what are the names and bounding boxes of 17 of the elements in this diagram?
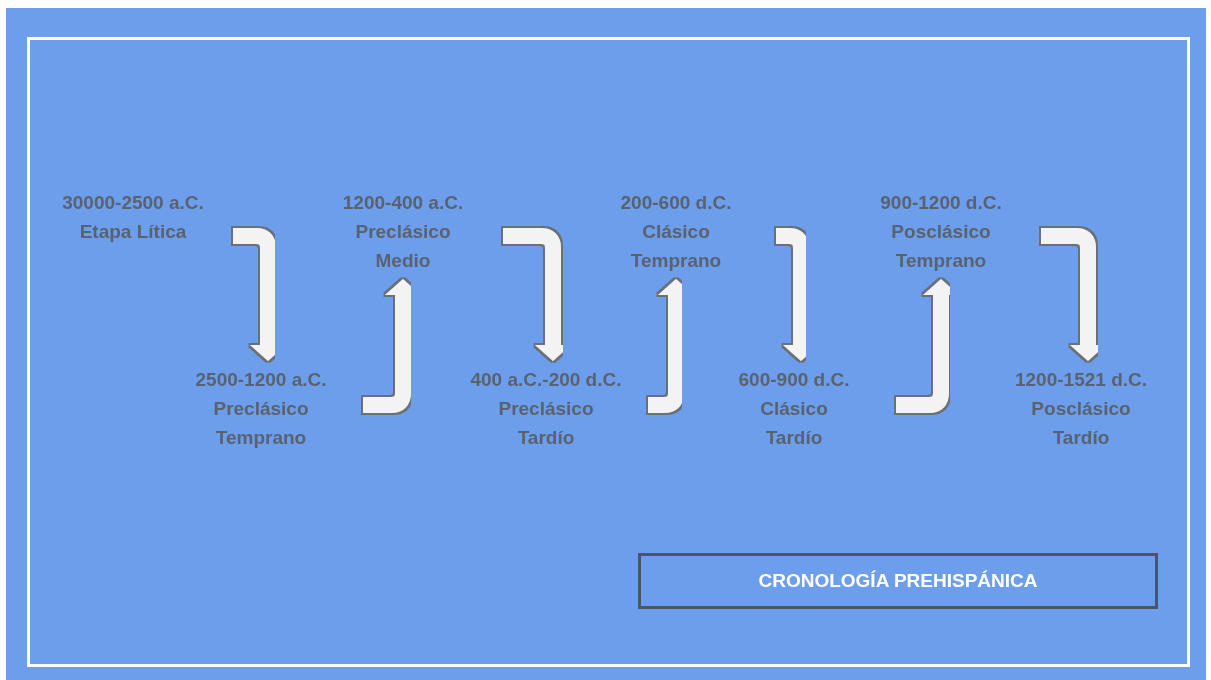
period-name: Posclásico Tardío (1030, 397, 1132, 450)
date-range: 200-600 d.C. (620, 191, 732, 215)
period-name: Clásico Tardío (759, 397, 829, 450)
period-name: Clásico Temprano (629, 220, 723, 273)
period-name: Preclásico Medio (354, 220, 452, 273)
title-box: CRONOLOGÍA PREHISPÁNICA (638, 553, 1158, 609)
date-range: 600-900 d.C. (738, 368, 850, 392)
date-range: 1200-1521 d.C. (1015, 368, 1147, 392)
date-range: 1200-400 a.C. (342, 191, 464, 215)
period-name: Preclásico Temprano (212, 397, 310, 450)
date-range: 30000-2500 a.C. (62, 191, 204, 215)
date-range: 400 a.C.-200 d.C. (470, 368, 622, 392)
period-name: Posclásico Temprano (890, 220, 992, 273)
date-range: 2500-1200 a.C. (195, 368, 327, 392)
period-name: Etapa Lítica (78, 220, 188, 244)
date-range: 900-1200 d.C. (880, 191, 1002, 215)
period-name: Preclásico Tardío (497, 397, 595, 450)
